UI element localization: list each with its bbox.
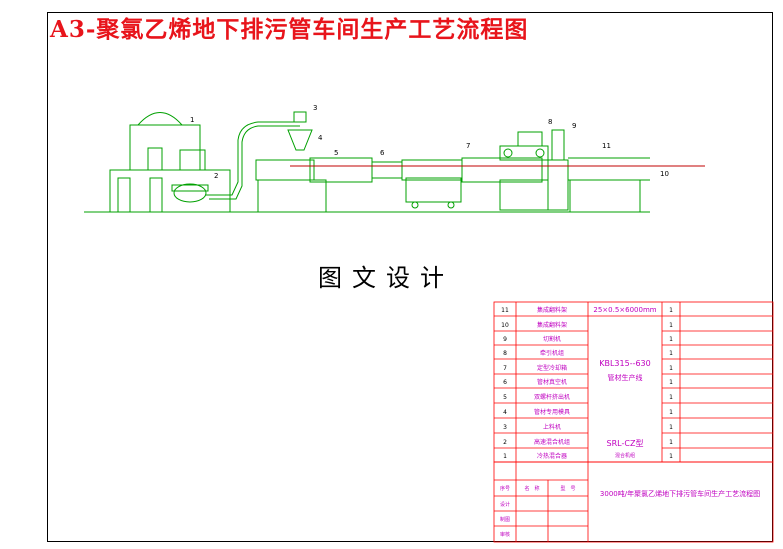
row-qty: 1 (669, 453, 673, 460)
vacuum-wheel-left (411, 201, 419, 209)
row-qty: 1 (669, 379, 673, 386)
cooling-tank (461, 157, 543, 183)
row-name: 集成翻料架 (537, 306, 567, 314)
haul-off-frame (499, 145, 549, 161)
row-qty: 1 (669, 424, 673, 431)
row-qty: 1 (669, 307, 673, 314)
footer-header: 型 号 (560, 485, 575, 492)
footer-header: 序号 (500, 485, 510, 492)
label-2: 2 (214, 172, 218, 180)
row-no: 4 (503, 409, 507, 416)
label-10: 10 (660, 170, 669, 178)
stacker-frame (569, 179, 641, 213)
mixer-window (147, 147, 163, 171)
row-no: 11 (501, 307, 509, 314)
row-name: 上料机 (543, 423, 561, 431)
row-name: 管材专用模具 (534, 408, 570, 416)
vacuum-tank (401, 159, 463, 181)
footer-row: 设计 (500, 501, 510, 508)
vacuum-wheel-right (447, 201, 455, 209)
row-no: 7 (503, 365, 507, 372)
label-6: 6 (380, 149, 385, 157)
project-title: 3000吨/年聚氯乙烯地下排污管车间生产工艺流程图 (600, 489, 760, 498)
loader-hopper (287, 129, 313, 151)
mixer-chute (179, 149, 206, 171)
row-name: 双螺杆挤出机 (534, 393, 570, 401)
row-qty: 1 (669, 409, 673, 416)
row-qty: 1 (669, 394, 673, 401)
loader-top (293, 111, 307, 123)
label-3: 3 (313, 104, 317, 112)
row-name: 定型冷却箱 (537, 364, 567, 372)
label-7: 7 (466, 142, 470, 150)
label-8: 8 (548, 118, 552, 126)
row-no: 2 (503, 439, 507, 446)
haul-off-base (499, 179, 549, 211)
label-9: 9 (572, 122, 576, 130)
extruder-base (257, 179, 327, 213)
footer-row: 制图 (500, 516, 510, 523)
row-no: 9 (503, 336, 507, 343)
drawing-frame (47, 12, 773, 542)
mixer-leg-mid (149, 177, 163, 213)
cooling-mixer-tank (173, 183, 207, 203)
haul-off-roller-right (535, 148, 545, 158)
row-no: 5 (503, 394, 507, 401)
extruder-die (371, 161, 403, 179)
feed-pipe-inner (209, 125, 300, 200)
footer-row: 审核 (500, 531, 510, 538)
drawing-subtitle: 图文设计 (318, 264, 454, 292)
row-qty: 1 (669, 350, 673, 357)
label-1: 1 (190, 116, 194, 124)
row-name: 冷热混合器 (537, 452, 567, 460)
spec-top: 25×0.5×6000mm (593, 306, 656, 314)
row-no: 6 (503, 379, 507, 386)
label-4: 4 (318, 134, 323, 142)
row-no: 8 (503, 350, 507, 357)
row-qty: 1 (669, 322, 673, 329)
row-name: 管材真空机 (537, 378, 567, 386)
row-qty: 1 (669, 336, 673, 343)
row-name: 集成翻料架 (537, 321, 567, 329)
row-name: 牵引机组 (540, 349, 564, 357)
cutter-blade (551, 129, 565, 161)
label-5: 5 (334, 149, 338, 157)
row-no: 3 (503, 424, 507, 431)
mixer-leg-left (117, 177, 131, 213)
parts-table (493, 301, 774, 543)
drawing-title: A3-聚氯乙烯地下排污管车间生产工艺流程图 (50, 16, 529, 43)
row-qty: 1 (669, 365, 673, 372)
feed-pipe (205, 121, 300, 196)
extruder-barrel (309, 157, 373, 183)
haul-off-motor (517, 131, 543, 147)
row-no: 1 (503, 453, 507, 460)
cooling-mixer-lid (171, 184, 209, 192)
extruder-head (255, 159, 315, 181)
mixer-body (129, 124, 201, 171)
cutter-body (547, 159, 569, 211)
row-name: 切割机 (543, 335, 561, 343)
row-name: 高速混合机组 (534, 438, 570, 446)
footer-header: 名 称 (524, 485, 539, 492)
model-mixer: SRL-CZ型 (607, 439, 644, 448)
label-11: 11 (602, 142, 611, 150)
vacuum-stand (405, 177, 462, 203)
row-no: 10 (501, 322, 509, 329)
row-qty: 1 (669, 439, 673, 446)
model-main: KBL315--630 (599, 359, 651, 368)
model-mixer-sub: 混合机组 (615, 452, 635, 459)
mixer-dome (137, 112, 183, 126)
haul-off-roller-left (503, 148, 513, 158)
mixer-base (109, 169, 231, 213)
model-main-sub: 管材生产线 (608, 373, 643, 382)
